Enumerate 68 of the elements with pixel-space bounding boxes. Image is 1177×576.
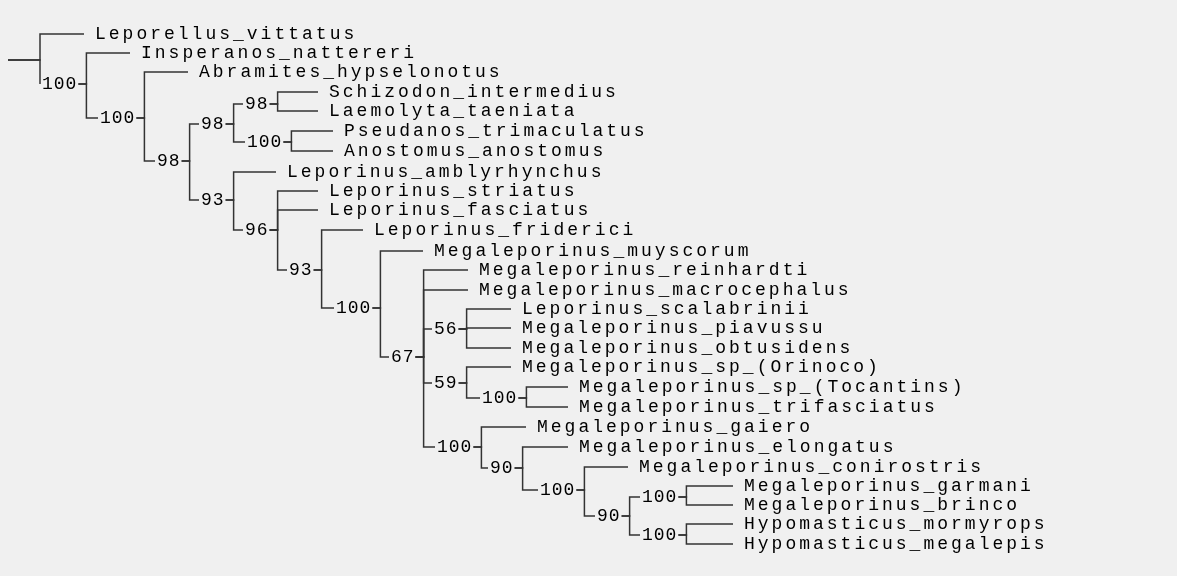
- branch-line: [575, 489, 596, 517]
- bootstrap-value: 100: [435, 437, 473, 457]
- taxon-label: Megaleporinus_brinco: [733, 495, 1021, 515]
- taxon-label: Megaleporinus_gaiero: [526, 417, 814, 437]
- branch-line: [513, 467, 539, 491]
- bootstrap-value: 100: [640, 525, 678, 545]
- taxon-label: Abramites_hypselonotus: [188, 62, 503, 82]
- branch-line: [457, 382, 481, 399]
- branch-line: [472, 446, 489, 469]
- bootstrap-value: 100: [640, 487, 678, 507]
- bootstrap-value: 98: [199, 114, 225, 134]
- bootstrap-value: 59: [432, 373, 458, 393]
- bootstrap-value: 90: [595, 506, 621, 526]
- taxon-label: Megaleporinus_sp_(Tocantins): [568, 377, 966, 397]
- taxon-label: Leporinus_scalabrinii: [511, 299, 812, 319]
- taxon-label: Laemolyta_taeniata: [318, 101, 578, 121]
- branch-line: [677, 534, 734, 545]
- taxon-label: Megaleporinus_reinhardti: [468, 260, 811, 280]
- taxon-label: Megaleporinus_sp_(Orinoco): [511, 357, 881, 377]
- taxon-label: Leporellus_vittatus: [84, 24, 358, 44]
- bootstrap-value: 100: [98, 108, 136, 128]
- bootstrap-value: 98: [243, 94, 269, 114]
- branch-line: [517, 397, 569, 408]
- bootstrap-value: 93: [199, 190, 225, 210]
- taxon-label: Leporinus_fasciatus: [318, 200, 592, 220]
- branch-line: [371, 307, 390, 358]
- bootstrap-value: 67: [389, 347, 415, 367]
- branch-line: [677, 496, 734, 506]
- taxon-label: Megaleporinus_obtusidens: [511, 338, 854, 358]
- taxon-label: Leporinus_amblyrhynchus: [276, 162, 605, 182]
- taxon-label: Megaleporinus_macrocephalus: [468, 280, 852, 300]
- branch-line: [135, 117, 156, 162]
- taxon-label: Leporinus_striatus: [318, 181, 578, 201]
- branch-line: [268, 103, 319, 112]
- branch-line: [7, 59, 41, 85]
- branch-line: [77, 83, 99, 119]
- branch-line: [180, 160, 200, 201]
- bootstrap-value: 90: [488, 458, 514, 478]
- taxon-label: Pseudanos_trimaculatus: [333, 121, 648, 141]
- taxon-label: Megaleporinus_trifasciatus: [568, 397, 938, 417]
- taxon-label: Hypomasticus_megalepis: [733, 534, 1048, 554]
- branch-line: [620, 515, 641, 536]
- bootstrap-value: 56: [432, 319, 458, 339]
- branch-line: [312, 269, 335, 309]
- bootstrap-value: 100: [480, 388, 518, 408]
- bootstrap-value: 100: [245, 132, 283, 152]
- branch-line: [224, 123, 246, 143]
- branch-line: [268, 229, 288, 271]
- taxon-label: Megaleporinus_conirostris: [628, 457, 985, 477]
- bootstrap-value: 100: [538, 480, 576, 500]
- taxon-label: Megaleporinus_garmani: [733, 476, 1034, 496]
- bootstrap-value: 96: [243, 220, 269, 240]
- bootstrap-value: 98: [155, 151, 181, 171]
- bootstrap-value: 100: [40, 74, 78, 94]
- taxon-label: Anostomus_anostomus: [333, 141, 607, 161]
- taxon-label: Hypomasticus_mormyrops: [733, 514, 1048, 534]
- bootstrap-value: 100: [334, 298, 372, 318]
- branch-line: [457, 328, 512, 349]
- taxon-label: Insperanos_nattereri: [130, 43, 418, 63]
- bootstrap-value: 93: [287, 260, 313, 280]
- taxon-label: Megaleporinus_elongatus: [568, 437, 897, 457]
- branch-line: [282, 141, 334, 152]
- branch-line: [414, 356, 436, 448]
- taxon-label: Leporinus_friderici: [363, 220, 637, 240]
- branch-line: [224, 199, 244, 231]
- taxon-label: Megaleporinus_muyscorum: [423, 241, 752, 261]
- taxon-label: Schizodon_intermedius: [318, 82, 619, 102]
- taxon-label: Megaleporinus_piavussu: [511, 318, 826, 338]
